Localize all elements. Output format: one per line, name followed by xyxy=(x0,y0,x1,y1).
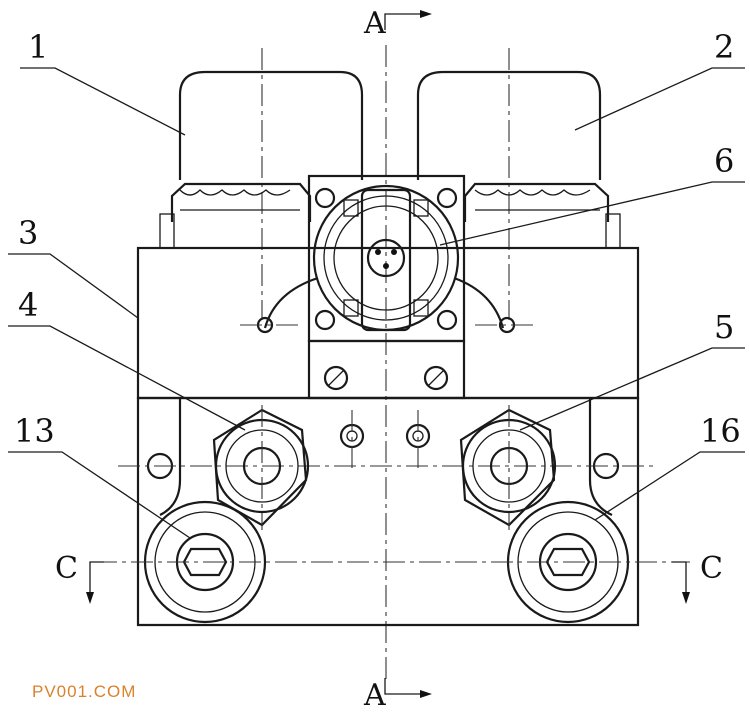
coil-nut-right xyxy=(463,182,621,249)
section-c-right-marker: C xyxy=(672,551,723,604)
section-a-top-marker: A xyxy=(363,6,432,41)
leader-16: 16 xyxy=(594,412,745,521)
section-a-bottom-label: A xyxy=(363,678,386,713)
section-c-left-label: C xyxy=(55,551,78,586)
pilot-ports xyxy=(339,410,431,470)
part-label-5: 5 xyxy=(714,308,734,346)
hex-fitting-right xyxy=(459,405,557,530)
manual-override-block xyxy=(307,174,466,343)
part-label-2: 2 xyxy=(714,28,734,66)
section-c-left-marker: C xyxy=(55,551,104,604)
part-label-4: 4 xyxy=(18,286,38,324)
leader-5: 5 xyxy=(519,308,745,431)
part-label-1: 1 xyxy=(28,28,48,66)
watermark: PV001.COM xyxy=(32,682,136,701)
part-label-16: 16 xyxy=(700,412,741,450)
wire-right xyxy=(453,276,505,329)
leader-13: 13 xyxy=(8,412,191,539)
manifold-contour-right xyxy=(588,398,613,517)
part-label-13: 13 xyxy=(14,412,55,450)
lower-manifold-body xyxy=(136,396,640,627)
section-c-right-label: C xyxy=(700,551,723,586)
manifold-contour-left xyxy=(159,398,182,516)
section-a-bottom-marker: A xyxy=(363,678,432,713)
leader-3: 3 xyxy=(8,214,139,319)
leader-1: 1 xyxy=(20,28,186,136)
upper-valve-body xyxy=(136,246,640,400)
leader-6: 6 xyxy=(439,142,745,246)
section-a-top-label: A xyxy=(363,6,386,41)
part-label-3: 3 xyxy=(18,214,38,252)
part-label-6: 6 xyxy=(714,142,734,180)
coil-nut-left xyxy=(159,182,312,249)
leader-4: 4 xyxy=(8,286,246,431)
leader-2: 2 xyxy=(574,28,745,131)
hex-fitting-left xyxy=(212,405,310,530)
wire-left xyxy=(263,276,319,329)
